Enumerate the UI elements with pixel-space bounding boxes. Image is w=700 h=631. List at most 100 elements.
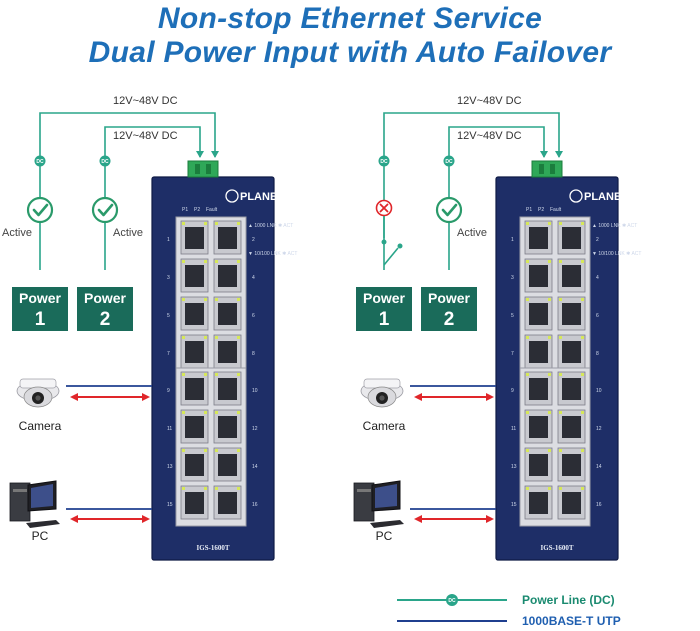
rj45-socket-icon [562, 416, 581, 438]
port-number-left: 3 [511, 275, 514, 281]
power-box-number: 2 [100, 309, 111, 330]
port-number-right: 14 [596, 464, 602, 470]
pc-tower-icon [353, 482, 375, 522]
connector-pin-icon [550, 164, 555, 174]
connector-pin-icon [195, 164, 200, 174]
port-number-right: 12 [252, 426, 258, 432]
arrow-right-icon [486, 393, 494, 401]
rj45-socket-icon [218, 454, 237, 476]
dc-badge-label: DC [380, 159, 388, 165]
rj45-socket-icon [185, 492, 204, 514]
port-number-left: 7 [167, 351, 170, 357]
port-led-icon [581, 487, 584, 490]
check-mark-icon [97, 203, 114, 217]
port-number-right: 16 [596, 502, 602, 508]
arrow-down-icon [196, 151, 204, 158]
dc-label-top: 12V~48V DC [113, 95, 178, 107]
dc-badge-icon [378, 155, 390, 167]
port-number-right: 4 [596, 275, 599, 281]
pc-keyboard-icon [370, 520, 404, 528]
port-led-icon [182, 222, 185, 225]
switch-header-p1: P1 [182, 207, 188, 213]
planet-logo-icon [225, 189, 239, 203]
arrow-down-icon [555, 151, 563, 158]
port-led-icon [182, 487, 185, 490]
led-legend-1000: ▲ 1000 LNK ✱ ACT [248, 223, 293, 229]
rj45-socket-icon [562, 341, 581, 363]
switch-header-p2: P2 [194, 207, 200, 213]
dc-badge-icon [443, 155, 455, 167]
port-led-icon [526, 260, 529, 263]
port-led-icon [559, 298, 562, 301]
rj45-socket-icon [562, 303, 581, 325]
port-number-left: 11 [511, 426, 516, 432]
device-pc-label: PC [376, 529, 393, 543]
power-line-dc-top [383, 112, 560, 270]
dc-badge-label: DC [445, 159, 453, 165]
switch-contact-icon [381, 239, 387, 245]
switch-brand: PLANET [584, 191, 628, 203]
port-led-icon [581, 411, 584, 414]
port-led-icon [204, 222, 207, 225]
port-led-icon [581, 449, 584, 452]
port-number-right: 4 [252, 275, 255, 281]
switch-model: IGS-1600T [196, 544, 229, 552]
port-number-left: 1 [167, 237, 170, 243]
port-led-icon [237, 298, 240, 301]
power-box-label: Power [84, 290, 127, 306]
rj45-socket-icon [218, 341, 237, 363]
dc-label-top: 12V~48V DC [457, 95, 522, 107]
title-line-1: Non-stop Ethernet Service [157, 2, 543, 35]
port-number-right: 2 [596, 237, 599, 243]
rj45-socket-icon [562, 265, 581, 287]
port-led-icon [215, 487, 218, 490]
rj45-socket-icon [185, 227, 204, 249]
port-led-icon [581, 373, 584, 376]
check-mark-icon [441, 203, 458, 217]
fault-x-icon [379, 203, 389, 213]
switch-header-fault: Fault [206, 207, 218, 213]
power2-state: Active [113, 227, 143, 239]
pc-screen-icon [31, 484, 53, 508]
port-led-icon [559, 260, 562, 263]
dc-label-mid: 12V~48V DC [457, 130, 522, 142]
port-number-left: 13 [511, 464, 517, 470]
port-number-left: 9 [167, 388, 170, 394]
rj45-socket-icon [185, 303, 204, 325]
power1-state: Active [2, 227, 32, 239]
rj45-socket-icon [185, 378, 204, 400]
port-led-icon [559, 487, 562, 490]
dc-badge-icon [446, 594, 458, 606]
power-box-label: Power [19, 290, 62, 306]
port-number-left: 7 [511, 351, 514, 357]
power-box-number: 1 [379, 309, 390, 330]
led-legend-1000: ▲ 1000 LNK ✱ ACT [592, 223, 637, 229]
port-led-icon [182, 373, 185, 376]
led-legend-100: ▼ 10/100 LNK ✱ ACT [248, 251, 297, 257]
port-led-icon [204, 373, 207, 376]
port-number-left: 13 [167, 464, 173, 470]
rj45-socket-icon [562, 454, 581, 476]
port-led-icon [237, 222, 240, 225]
switch-model: IGS-1600T [540, 544, 573, 552]
power2-state: Active [457, 227, 487, 239]
port-number-right: 8 [252, 351, 255, 357]
port-number-right: 12 [596, 426, 602, 432]
dc-badge-icon [99, 155, 111, 167]
port-number-left: 5 [511, 313, 514, 319]
port-number-right: 6 [252, 313, 255, 319]
planet-logo-icon [569, 189, 583, 203]
switch-brand: PLANET [240, 191, 284, 203]
arrow-down-icon [211, 151, 219, 158]
dc-badge-label: DC [36, 159, 44, 165]
port-number-right: 16 [252, 502, 258, 508]
open-switch-icon [383, 247, 399, 266]
connector-pin-icon [206, 164, 211, 174]
pc-drive-icon [357, 489, 371, 492]
port-led-icon [526, 336, 529, 339]
pc-screen-icon [375, 484, 397, 508]
arrow-right-icon [142, 515, 150, 523]
